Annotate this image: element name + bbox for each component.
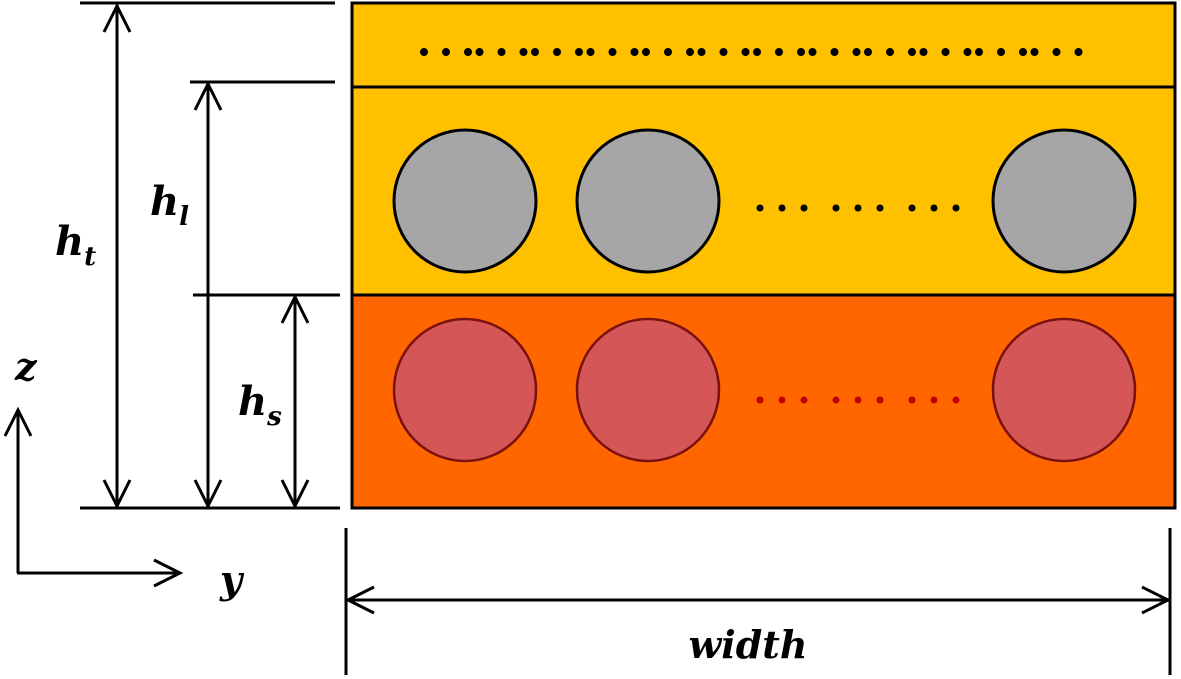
bottom-ellipsis-dots [756,396,960,404]
ellipsis-dot [975,48,983,56]
ellipsis-dot [941,48,950,56]
hs-label: hs [238,378,282,432]
ellipsis-dot [531,48,539,56]
ellipsis-dot [876,204,884,212]
ellipsis-dot [442,48,450,56]
ellipsis-dot [420,48,428,56]
ellipsis-dot [719,48,728,56]
hl-dimension-arrow [193,80,223,510]
ellipsis-dot [586,48,595,56]
ellipsis-dot [830,48,839,56]
gray-circle [392,128,538,274]
ellipsis-dot [775,48,783,56]
ellipsis-dot [797,48,805,56]
ellipsis-dot [832,396,840,404]
ellipsis-dot [852,48,861,56]
ellipsis-dot [608,48,617,56]
ellipsis-dot [697,48,706,56]
ellipsis-dot [876,396,884,404]
gray-circle [575,128,721,274]
ellipsis-dot [778,204,786,212]
top-layer-dots [420,48,1083,56]
ellipsis-dot [854,396,862,404]
ellipsis-dot [778,396,786,404]
ellipsis-dot [475,48,484,56]
ellipsis-dot [630,48,639,56]
ellipsis-dot [1052,48,1061,56]
ellipsis-dot [952,396,960,404]
ellipsis-dot [854,204,862,212]
z-axis-arrow [3,406,33,573]
ellipsis-dot [519,48,528,56]
ellipsis-dot [930,396,938,404]
ellipsis-dot [664,48,672,56]
ellipsis-dot [908,48,916,56]
ellipsis-dot [464,48,472,56]
ellipsis-dot [686,48,694,56]
ellipsis-dot [832,204,840,212]
ellipsis-dot [800,396,808,404]
width-dimension-arrow [344,528,1172,675]
ellipsis-dot [800,204,808,212]
ellipsis-dot [930,204,938,212]
ellipsis-dot [1030,48,1039,56]
red-circle [991,317,1137,463]
z-axis-label: z [14,344,38,389]
ellipsis-dot [997,48,1005,56]
y-axis-label: y [219,557,245,602]
ellipsis-dot [756,396,764,404]
red-circle [392,317,538,463]
top-layer [350,1,1177,89]
ellipsis-dot [808,48,817,56]
ellipsis-dot [756,204,764,212]
ht-label: ht [55,218,96,272]
ellipsis-dot [919,48,928,56]
ellipsis-dot [1074,48,1083,56]
ellipsis-dot [642,48,650,56]
hs-dimension-arrow [280,293,310,510]
red-circle [575,317,721,463]
ellipsis-dot [753,48,761,56]
ellipsis-dot [553,48,561,56]
middle-ellipsis-dots [756,204,960,212]
ellipsis-dot [908,396,916,404]
ellipsis-dot [575,48,583,56]
width-label: width [689,622,808,667]
ellipsis-dot [886,48,894,56]
gray-circle [991,128,1137,274]
ellipsis-dot [864,48,872,56]
ellipsis-dot [741,48,750,56]
ellipsis-dot [497,48,506,56]
ellipsis-dot [952,204,960,212]
y-axis-arrow [17,558,184,588]
ellipsis-dot [963,48,972,56]
ellipsis-dot [1019,48,1027,56]
ht-dimension-arrow [102,2,132,510]
ellipsis-dot [908,204,916,212]
hl-label: hl [150,178,189,232]
